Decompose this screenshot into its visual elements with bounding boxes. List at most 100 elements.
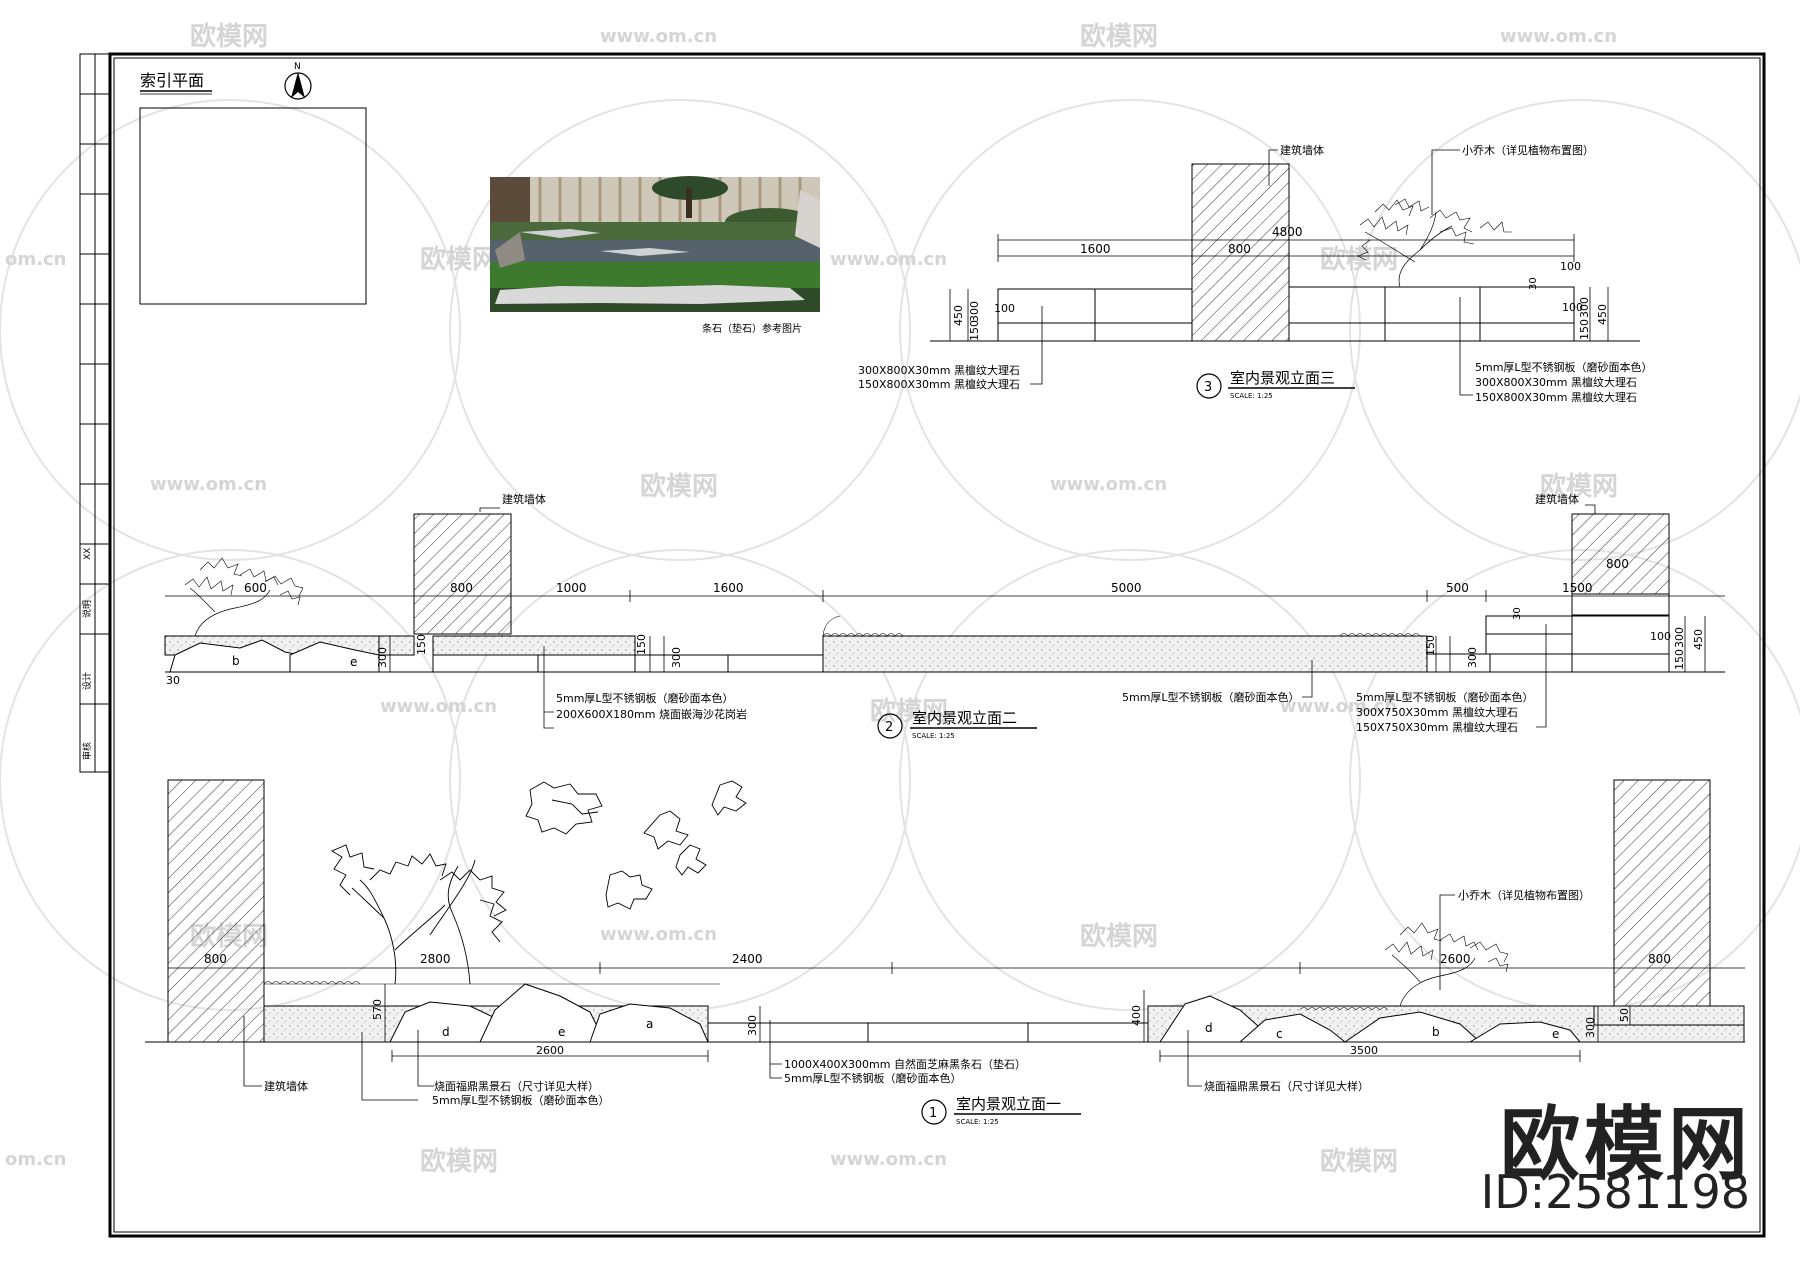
- dim-label: 300: [1578, 297, 1591, 318]
- elevation-title: 室内景观立面三: [1230, 369, 1335, 387]
- dim-label: 150: [1673, 649, 1686, 670]
- wall-label: 建筑墙体: [1280, 143, 1324, 157]
- tb-text: 说明: [81, 600, 93, 618]
- material-note: 300X750X30mm 黑檀纹大理石: [1356, 705, 1518, 719]
- dim-label: 100: [1562, 301, 1583, 314]
- material-note: 150X800X30mm 黑檀纹大理石: [858, 377, 1020, 391]
- dim-label: 300: [968, 301, 981, 322]
- stone-label: a: [646, 1017, 653, 1031]
- material-note: 5mm厚L型不锈钢板（磨砂面本色）: [1122, 690, 1300, 704]
- material-note: 1000X400X300mm 自然面芝麻黑条石（垫石）: [784, 1057, 1026, 1071]
- dim-label: 150: [968, 320, 981, 341]
- wm-brand: 欧模网: [420, 244, 498, 275]
- wm-url: www.om.cn: [1050, 474, 1167, 495]
- wm-url: www.om.cn: [830, 249, 947, 270]
- photo-caption: 条石（垫石）参考图片: [702, 322, 802, 335]
- dim-label: 300: [670, 647, 683, 668]
- dim-label: 150: [635, 634, 648, 655]
- material-note: 烧面福鼎黑景石（尺寸详见大样）: [1204, 1079, 1369, 1093]
- dim-label: 450: [952, 305, 965, 326]
- wm-brand: 欧模网: [420, 1146, 498, 1177]
- elevation-scale: SCALE: 1:25: [956, 1118, 999, 1126]
- wm-brand: 欧模网: [1540, 471, 1618, 502]
- stone-label: e: [1552, 1027, 1559, 1041]
- wall-label: 建筑墙体: [264, 1079, 308, 1093]
- elevation-1-text: 800 2800 2400 570 300 400 2600 3500 2600…: [204, 888, 1671, 1107]
- north-arrow-icon: N: [284, 62, 312, 100]
- material-note: 150X800X30mm 黑檀纹大理石: [1475, 390, 1637, 404]
- dim-label: 30: [1512, 607, 1523, 620]
- dim-label: 30: [166, 674, 180, 687]
- dim-label: 800: [204, 952, 227, 966]
- dim-label: 600: [244, 581, 267, 595]
- dim-label: 100: [994, 302, 1015, 315]
- wm-url: www.om.cn: [380, 696, 497, 717]
- dim-label: 800: [1606, 557, 1629, 571]
- stone-label: c: [1276, 1027, 1283, 1041]
- dim-label: 30: [1528, 277, 1539, 290]
- wm-url: www.om.cn: [1500, 26, 1617, 47]
- elevation-1-small-tree: [1384, 922, 1509, 1007]
- dim-label: 5000: [1111, 581, 1142, 595]
- material-note: 300X800X30mm 黑檀纹大理石: [1475, 375, 1637, 389]
- dim-label: 570: [371, 999, 384, 1020]
- material-note: 烧面福鼎黑景石（尺寸详见大样）: [434, 1079, 599, 1093]
- svg-text:N: N: [294, 62, 301, 72]
- dim-label: 450: [1596, 304, 1609, 325]
- material-note: 300X800X30mm 黑檀纹大理石: [858, 363, 1020, 377]
- elevation-2: [164, 504, 1725, 729]
- elevation-2-text: 600 800 1000 1600 5000 500 1500 800 150 …: [166, 492, 1705, 734]
- dim-label: 800: [450, 581, 473, 595]
- dim-label: 150: [1424, 635, 1437, 656]
- inner-frame: [113, 57, 1761, 1233]
- elevation-3-title: 3 室内景观立面三 SCALE: 1:25: [1196, 369, 1355, 400]
- dim-label: 300: [1673, 627, 1686, 648]
- dim-label: 1500: [1562, 581, 1593, 595]
- wm-brand: 欧模网: [640, 471, 718, 502]
- dim-label: 150: [1578, 319, 1591, 340]
- elevation-2-title: 2 室内景观立面二 SCALE: 1:25: [877, 709, 1037, 740]
- wm-url: www.om.cn: [150, 474, 267, 495]
- material-note: 200X600X180mm 烧面嵌海沙花岗岩: [556, 707, 747, 721]
- material-note: 5mm厚L型不锈钢板（磨砂面本色）: [1475, 360, 1653, 374]
- dim-label: 1000: [556, 581, 587, 595]
- wm-url: www.om.cn: [600, 924, 717, 945]
- tree-label: 小乔木（详见植物布置图）: [1458, 888, 1590, 902]
- tree-label: 小乔木（详见植物布置图）: [1462, 143, 1594, 157]
- title-block-text: XX 说明 设计 审核: [81, 548, 93, 760]
- dim-label: 1600: [1080, 242, 1111, 256]
- stone-label: e: [350, 655, 357, 669]
- stone-label: d: [1205, 1021, 1213, 1035]
- dim-label: 300: [1466, 647, 1479, 668]
- wm-brand: 欧模网: [1080, 921, 1158, 952]
- elevation-title: 室内景观立面二: [912, 709, 1017, 727]
- dim-label: 400: [1130, 1005, 1143, 1026]
- wm-url: www.om.cn: [830, 1149, 947, 1170]
- stone-label: d: [442, 1025, 450, 1039]
- tb-text: 审核: [81, 742, 93, 760]
- material-note: 150X750X30mm 黑檀纹大理石: [1356, 720, 1518, 734]
- wm-url: www.om.cn: [1280, 696, 1397, 717]
- material-note: 5mm厚L型不锈钢板（磨砂面本色）: [1356, 690, 1534, 704]
- elevation-2-tree: [184, 557, 304, 637]
- dim-label: 150: [415, 634, 428, 655]
- material-note: 5mm厚L型不锈钢板（磨砂面本色）: [432, 1093, 610, 1107]
- stone-label: e: [558, 1025, 565, 1039]
- dim-label: 300: [1584, 1017, 1597, 1038]
- dim-label: 2400: [732, 952, 763, 966]
- watermark-brand-large: 欧模网: [1500, 1098, 1752, 1191]
- watermark-id: ID:2581198: [1480, 1165, 1750, 1219]
- dim-label: 2600: [1440, 952, 1471, 966]
- stone-label: b: [232, 654, 240, 668]
- dim-label: 100: [1560, 260, 1581, 273]
- dim-label: 800: [1228, 242, 1251, 256]
- title-block: [79, 53, 111, 773]
- material-note: 5mm厚L型不锈钢板（磨砂面本色）: [556, 691, 734, 705]
- dim-label: 1600: [713, 581, 744, 595]
- wm-brand: 欧模网: [1320, 1146, 1398, 1177]
- elevation-3-text: 1600 800 4800 100 30 100 450 300 150 100…: [858, 143, 1653, 404]
- elevation-number: 3: [1204, 380, 1212, 395]
- wm-url-short: om.cn: [5, 249, 66, 270]
- wm-brand: 欧模网: [1080, 21, 1158, 52]
